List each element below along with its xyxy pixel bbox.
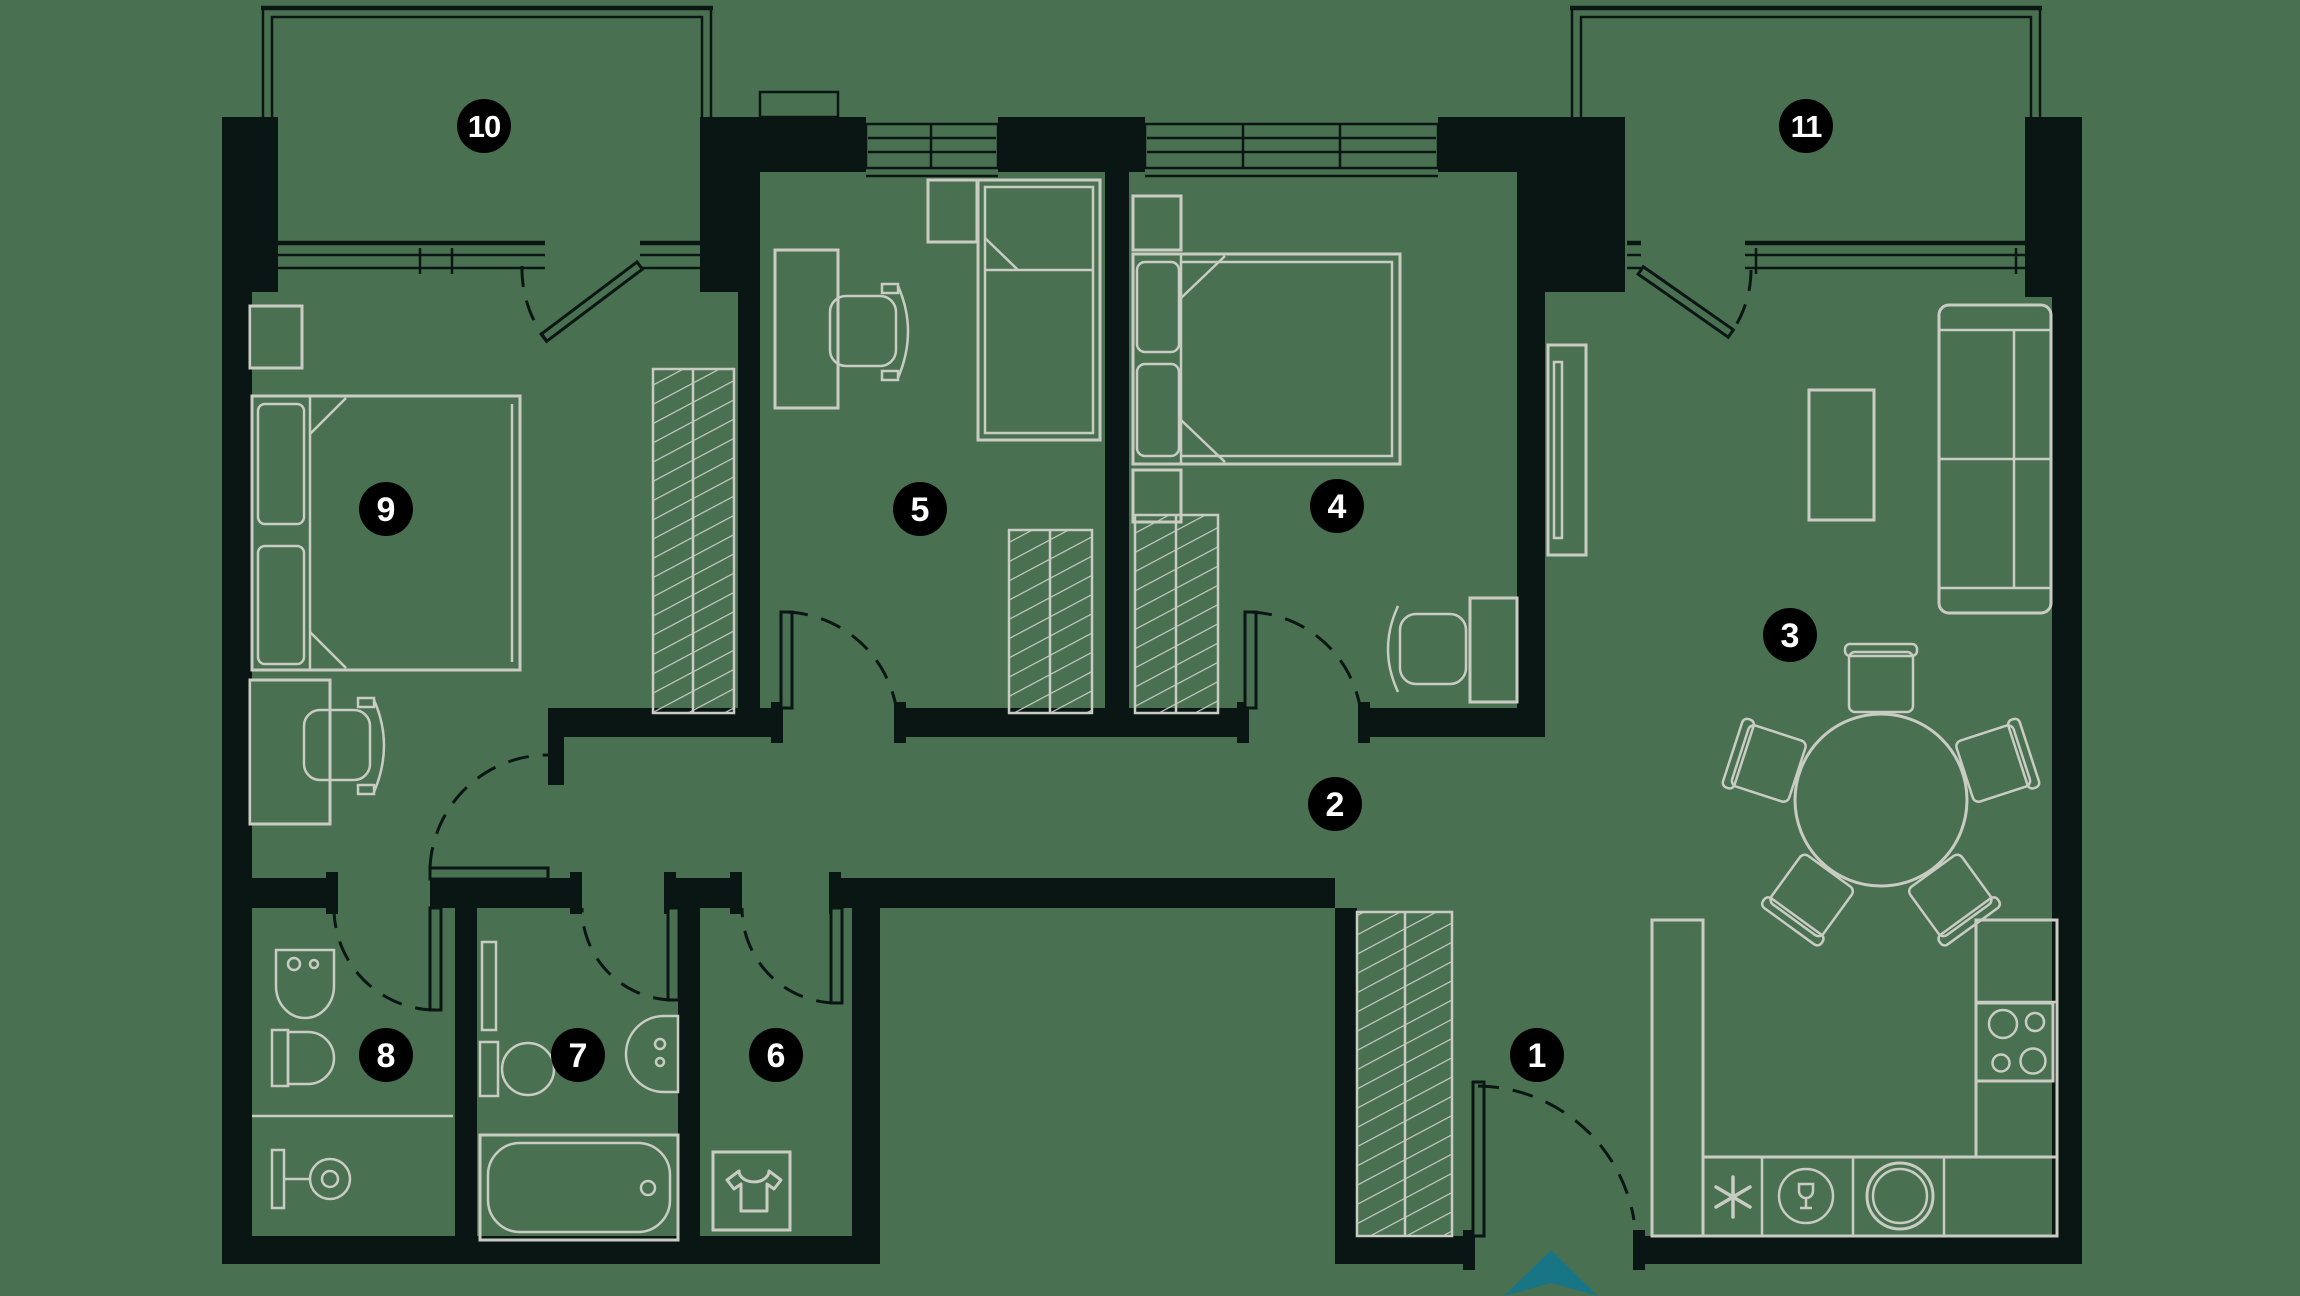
dining-chairs	[1721, 642, 2041, 947]
door-4-leaf	[1243, 610, 1258, 710]
towel-rail	[480, 940, 498, 1032]
room-label-9: 9	[359, 482, 413, 536]
svg-text:5: 5	[911, 491, 930, 529]
door-7-leaf	[666, 906, 681, 1002]
wardrobe-room5	[1007, 528, 1094, 715]
room-label-10: 10	[457, 99, 511, 153]
balcony-door-11-leaf	[1636, 264, 1736, 340]
chair-back	[372, 699, 386, 793]
stove-burner	[2019, 1047, 2047, 1075]
pillow	[256, 402, 306, 526]
tv-screen	[1552, 360, 1564, 540]
svg-text:7: 7	[569, 1037, 588, 1075]
wine-glass-icon	[1797, 1182, 1815, 1210]
room-label-1: 1	[1510, 1028, 1564, 1082]
sink	[624, 1014, 680, 1094]
nightstand	[248, 304, 304, 370]
toilet	[270, 1028, 336, 1088]
toilet	[478, 1040, 556, 1098]
snowflake-icon	[1714, 1175, 1752, 1219]
laundry-6-fixtures	[711, 1150, 792, 1232]
svg-text:3: 3	[1781, 617, 1800, 655]
windows	[278, 122, 2052, 274]
svg-text:1: 1	[1528, 1037, 1547, 1075]
kitchen-sink	[1865, 1161, 1935, 1231]
room-label-11: 11	[1779, 99, 1833, 153]
bathroom-8-fixtures	[252, 948, 453, 1210]
tv-console	[1546, 343, 1588, 557]
laundry-cabinet	[711, 1150, 792, 1232]
coffee-table	[1807, 388, 1876, 522]
pillow	[256, 544, 306, 666]
fridge	[1650, 918, 1705, 1238]
washing-machine	[270, 1148, 352, 1210]
desk	[1468, 596, 1519, 704]
chair-back	[1386, 605, 1400, 693]
wardrobe-entry-closet	[1355, 910, 1454, 1238]
room-label-4: 4	[1310, 479, 1364, 533]
t-shirt-icon	[725, 1169, 783, 1213]
svg-text:2: 2	[1326, 786, 1345, 824]
bedroom-5-furniture	[773, 178, 1102, 442]
svg-text:8: 8	[377, 1037, 396, 1075]
single-bed	[976, 178, 1102, 442]
stove-burner	[2024, 1011, 2046, 1033]
room-label-3: 3	[1763, 608, 1817, 662]
walls	[222, 117, 2082, 1270]
svg-text:11: 11	[1791, 109, 1823, 144]
svg-text:6: 6	[767, 1037, 786, 1075]
bathroom-7-fixtures	[478, 940, 680, 1242]
door-8-leaf	[428, 906, 443, 1012]
desk-chair	[828, 294, 898, 368]
desk	[248, 678, 332, 826]
wardrobes	[651, 367, 1454, 1238]
tub-faucet	[639, 1179, 657, 1197]
room-label-5: 5	[893, 482, 947, 536]
pillow	[1135, 362, 1181, 458]
desk-chair	[1398, 612, 1468, 686]
stove	[1974, 1001, 2055, 1083]
kitchen-counter-bottom	[1701, 1155, 2059, 1238]
stove-burner	[1987, 1008, 2019, 1040]
door-5-leaf	[779, 610, 794, 710]
desk	[773, 248, 840, 410]
entrance-arrow	[1504, 1250, 1598, 1296]
room-label-7: 7	[551, 1028, 605, 1082]
nightstand	[1131, 194, 1183, 252]
room-label-2: 2	[1308, 777, 1362, 831]
bedroom-9-furniture	[248, 304, 522, 826]
svg-text:9: 9	[377, 491, 396, 529]
wardrobe-room9	[651, 367, 736, 715]
dining-set	[1721, 642, 2041, 947]
chair-back	[896, 285, 910, 379]
svg-text:4: 4	[1328, 488, 1347, 526]
room-label-8: 8	[359, 1028, 413, 1082]
double-bed	[1131, 252, 1402, 466]
kitchen-furniture	[1650, 918, 2059, 1238]
dining-table	[1793, 712, 1969, 888]
dishwasher	[1777, 1167, 1835, 1225]
sofa	[1937, 303, 2053, 615]
room-label-6: 6	[749, 1028, 803, 1082]
svg-text:10: 10	[468, 109, 500, 144]
double-bed	[250, 394, 522, 672]
desk-chair	[302, 708, 372, 782]
bedroom-4-furniture	[1131, 194, 1519, 704]
room-labels: 1 2 3 4 5 6 7 8 9 10 11	[359, 99, 1833, 1082]
door-9-leaf	[428, 866, 550, 881]
sink	[274, 948, 336, 1020]
bathtub	[478, 1133, 680, 1242]
entry-door-leaf	[1471, 1080, 1486, 1238]
nightstand	[1131, 468, 1183, 524]
wardrobe-room4	[1133, 513, 1220, 715]
doors	[332, 259, 1753, 1238]
living-room-furniture	[1546, 303, 2053, 947]
stove-burner	[1991, 1053, 2011, 1073]
pillow	[1135, 260, 1181, 354]
door-6-leaf	[829, 906, 844, 1005]
